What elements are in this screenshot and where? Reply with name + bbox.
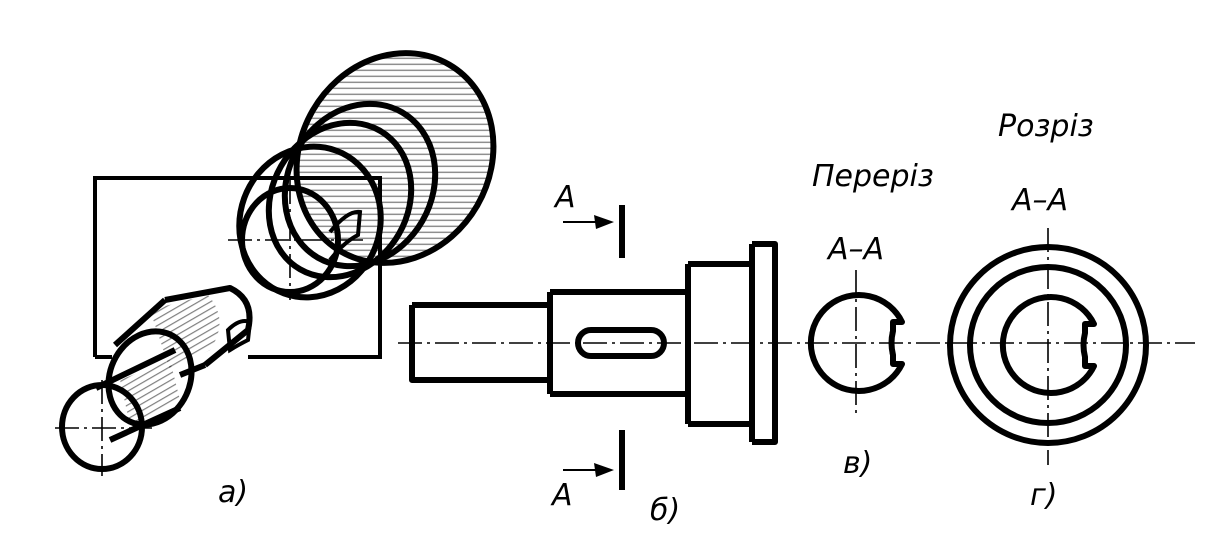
cut-shaft-section bbox=[999, 294, 1097, 396]
shaft-left-step bbox=[409, 302, 550, 383]
cut-view: Розріз А–А г) bbox=[947, 109, 1149, 513]
front-shaft bbox=[55, 280, 253, 476]
section-name: А–А bbox=[826, 232, 884, 267]
view-a-label: а) bbox=[218, 475, 248, 510]
arrow-bottom bbox=[563, 463, 614, 477]
cut-name: А–А bbox=[1010, 183, 1068, 218]
section-shape bbox=[807, 292, 905, 394]
view-g-label: г) bbox=[1030, 478, 1057, 513]
front-view: А А б) bbox=[398, 180, 1195, 528]
view-v-label: в) bbox=[843, 446, 872, 481]
section-title: Переріз bbox=[812, 159, 934, 194]
pictorial-section bbox=[228, 180, 365, 300]
arrow-top-label: А bbox=[553, 180, 576, 215]
arrow-top bbox=[563, 215, 614, 229]
view-b-label: б) bbox=[650, 493, 680, 528]
rear-collar bbox=[236, 50, 497, 301]
section-view: Переріз А–А в) bbox=[807, 159, 934, 481]
pictorial-view: а) bbox=[55, 50, 497, 510]
collar-step bbox=[685, 261, 752, 427]
cut-title: Розріз bbox=[998, 109, 1094, 144]
arrow-bottom-label: А bbox=[550, 478, 573, 513]
